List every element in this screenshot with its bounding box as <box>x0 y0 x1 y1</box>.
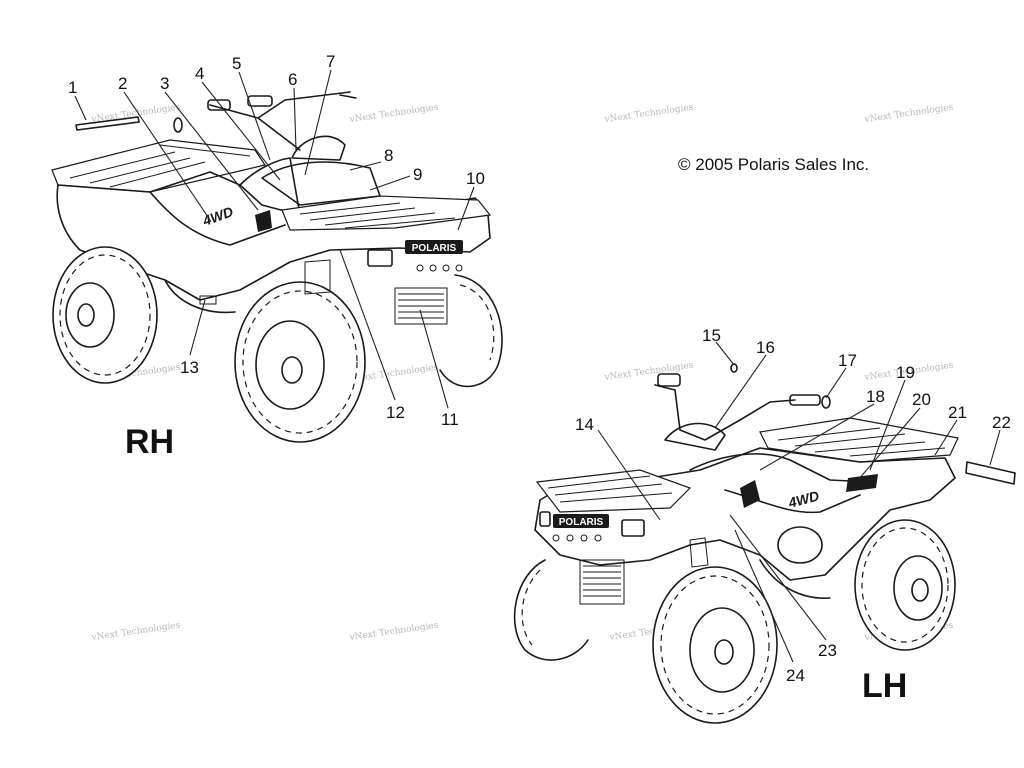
svg-text:4WD: 4WD <box>200 203 236 229</box>
callout-4: 4 <box>195 64 204 83</box>
leader-lines <box>74 69 1001 663</box>
watermark-group: vNext Technologies vNext Technologies vN… <box>90 103 954 644</box>
svg-text:POLARIS: POLARIS <box>559 517 604 528</box>
small-part-3 <box>173 117 183 133</box>
front-rack <box>535 469 692 513</box>
decal-strip-22 <box>965 461 1016 485</box>
callout-numbers: 1 2 3 4 5 6 7 8 9 10 11 12 13 14 15 16 1… <box>68 52 1011 685</box>
view-label-lh: LH <box>862 667 907 705</box>
callout-3: 3 <box>160 74 169 93</box>
callout-18: 18 <box>866 387 885 406</box>
callout-19: 19 <box>896 363 915 382</box>
polaris-decal-front: POLARIS <box>553 514 609 528</box>
handlebar <box>654 384 796 441</box>
callout-9: 9 <box>413 165 422 184</box>
atv-left-side-illustration: POLARIS 4WD <box>513 373 959 724</box>
callout-24: 24 <box>786 666 805 685</box>
watermark: vNext Technologies <box>90 621 181 644</box>
4wd-decal-lh: 4WD <box>740 480 821 511</box>
callout-13: 13 <box>180 358 199 377</box>
callout-5: 5 <box>232 54 241 73</box>
atv-right-side-illustration: POLARIS 4WD <box>51 91 503 443</box>
callout-23: 23 <box>818 641 837 660</box>
4wd-decal-rh: 4WD <box>200 203 272 232</box>
callout-11: 11 <box>441 410 459 429</box>
copyright-text: © 2005 Polaris Sales Inc. <box>678 155 869 174</box>
callout-15: 15 <box>702 326 721 345</box>
callout-2: 2 <box>118 74 127 93</box>
callout-6: 6 <box>288 70 297 89</box>
callout-10: 10 <box>466 169 485 188</box>
callout-7: 7 <box>326 52 335 71</box>
handlebar <box>209 91 357 151</box>
watermark: vNext Technologies <box>348 103 439 126</box>
watermark: vNext Technologies <box>863 103 954 126</box>
callout-12: 12 <box>386 403 405 422</box>
svg-text:POLARIS: POLARIS <box>412 243 457 254</box>
callout-16: 16 <box>756 338 775 357</box>
polaris-decal-front: POLARIS <box>405 240 463 254</box>
callout-20: 20 <box>912 390 931 409</box>
callout-1: 1 <box>68 78 77 97</box>
atv-body <box>534 447 956 581</box>
callout-22: 22 <box>992 413 1011 432</box>
front-wheel-lh <box>652 566 778 724</box>
rear-wheel-lh <box>854 519 956 651</box>
decal-strip-1 <box>75 116 140 131</box>
watermark: vNext Technologies <box>603 103 694 126</box>
small-part-17 <box>821 395 831 409</box>
rear-wheel-rh <box>52 246 158 384</box>
callout-14: 14 <box>575 415 594 434</box>
svg-text:4WD: 4WD <box>786 487 821 511</box>
small-part-15 <box>730 363 738 373</box>
callout-17: 17 <box>838 351 857 370</box>
watermark: vNext Technologies <box>348 621 439 644</box>
view-label-rh: RH <box>125 423 174 461</box>
callout-8: 8 <box>384 146 393 165</box>
callout-21: 21 <box>948 403 967 422</box>
